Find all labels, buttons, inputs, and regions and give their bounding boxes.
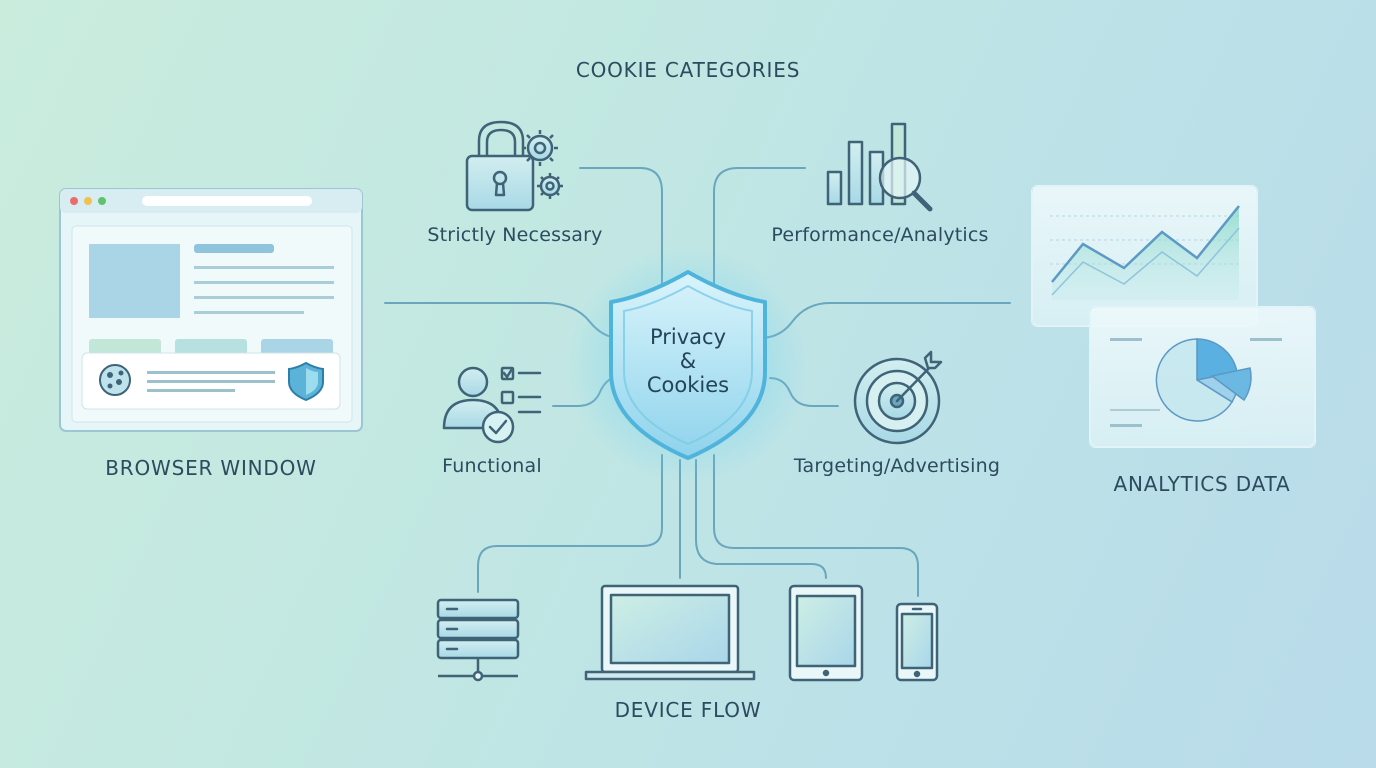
connector-performance	[713, 167, 806, 291]
device-flow-label: DEVICE FLOW	[614, 698, 762, 722]
connector-laptop-2	[695, 459, 827, 579]
target-arrow-icon	[853, 350, 943, 445]
window-close-dot	[70, 197, 78, 205]
cookie-banner	[81, 352, 341, 410]
browser-window-label: BROWSER WINDOW	[105, 456, 317, 480]
tablet-icon	[788, 584, 864, 682]
server-icon	[436, 598, 520, 682]
bar-chart-magnifier-icon	[826, 122, 933, 212]
pie-chart	[1155, 338, 1252, 422]
cookie-icon	[99, 364, 131, 396]
center-label: Privacy & Cookies	[647, 325, 729, 397]
diagram-title: COOKIE CATEGORIES	[575, 58, 801, 82]
category-label-targeting-advertising: Targeting/Advertising	[793, 455, 1001, 477]
center-label-line-3: Cookies	[646, 373, 730, 397]
category-label-performance-analytics: Performance/Analytics	[771, 224, 989, 246]
line-chart-area	[1052, 206, 1239, 300]
gear-icon	[537, 173, 563, 199]
center-label-line-2: &	[679, 349, 697, 373]
window-maximize-dot	[98, 197, 106, 205]
connector-server	[477, 454, 663, 593]
lock-gear-icon	[465, 120, 563, 212]
category-label-strictly-necessary: Strictly Necessary	[427, 224, 603, 246]
window-minimize-dot	[84, 197, 92, 205]
browser-window	[59, 188, 363, 432]
analytics-cards	[1031, 185, 1316, 448]
line-chart-line	[1051, 205, 1240, 283]
shield-icon	[568, 247, 808, 483]
shield-icon	[288, 361, 324, 402]
phone-icon	[895, 602, 939, 682]
connector-strictly-necessary	[579, 167, 663, 291]
gear-icon	[522, 130, 558, 166]
image-placeholder	[89, 244, 180, 318]
laptop-icon	[584, 584, 756, 681]
category-label-functional: Functional	[442, 455, 542, 477]
analytics-data-label: ANALYTICS DATA	[1113, 472, 1291, 496]
center-label-line-1: Privacy	[649, 325, 727, 349]
connector-phone	[713, 454, 919, 597]
user-checklist-icon	[442, 366, 542, 444]
address-bar	[142, 196, 312, 206]
